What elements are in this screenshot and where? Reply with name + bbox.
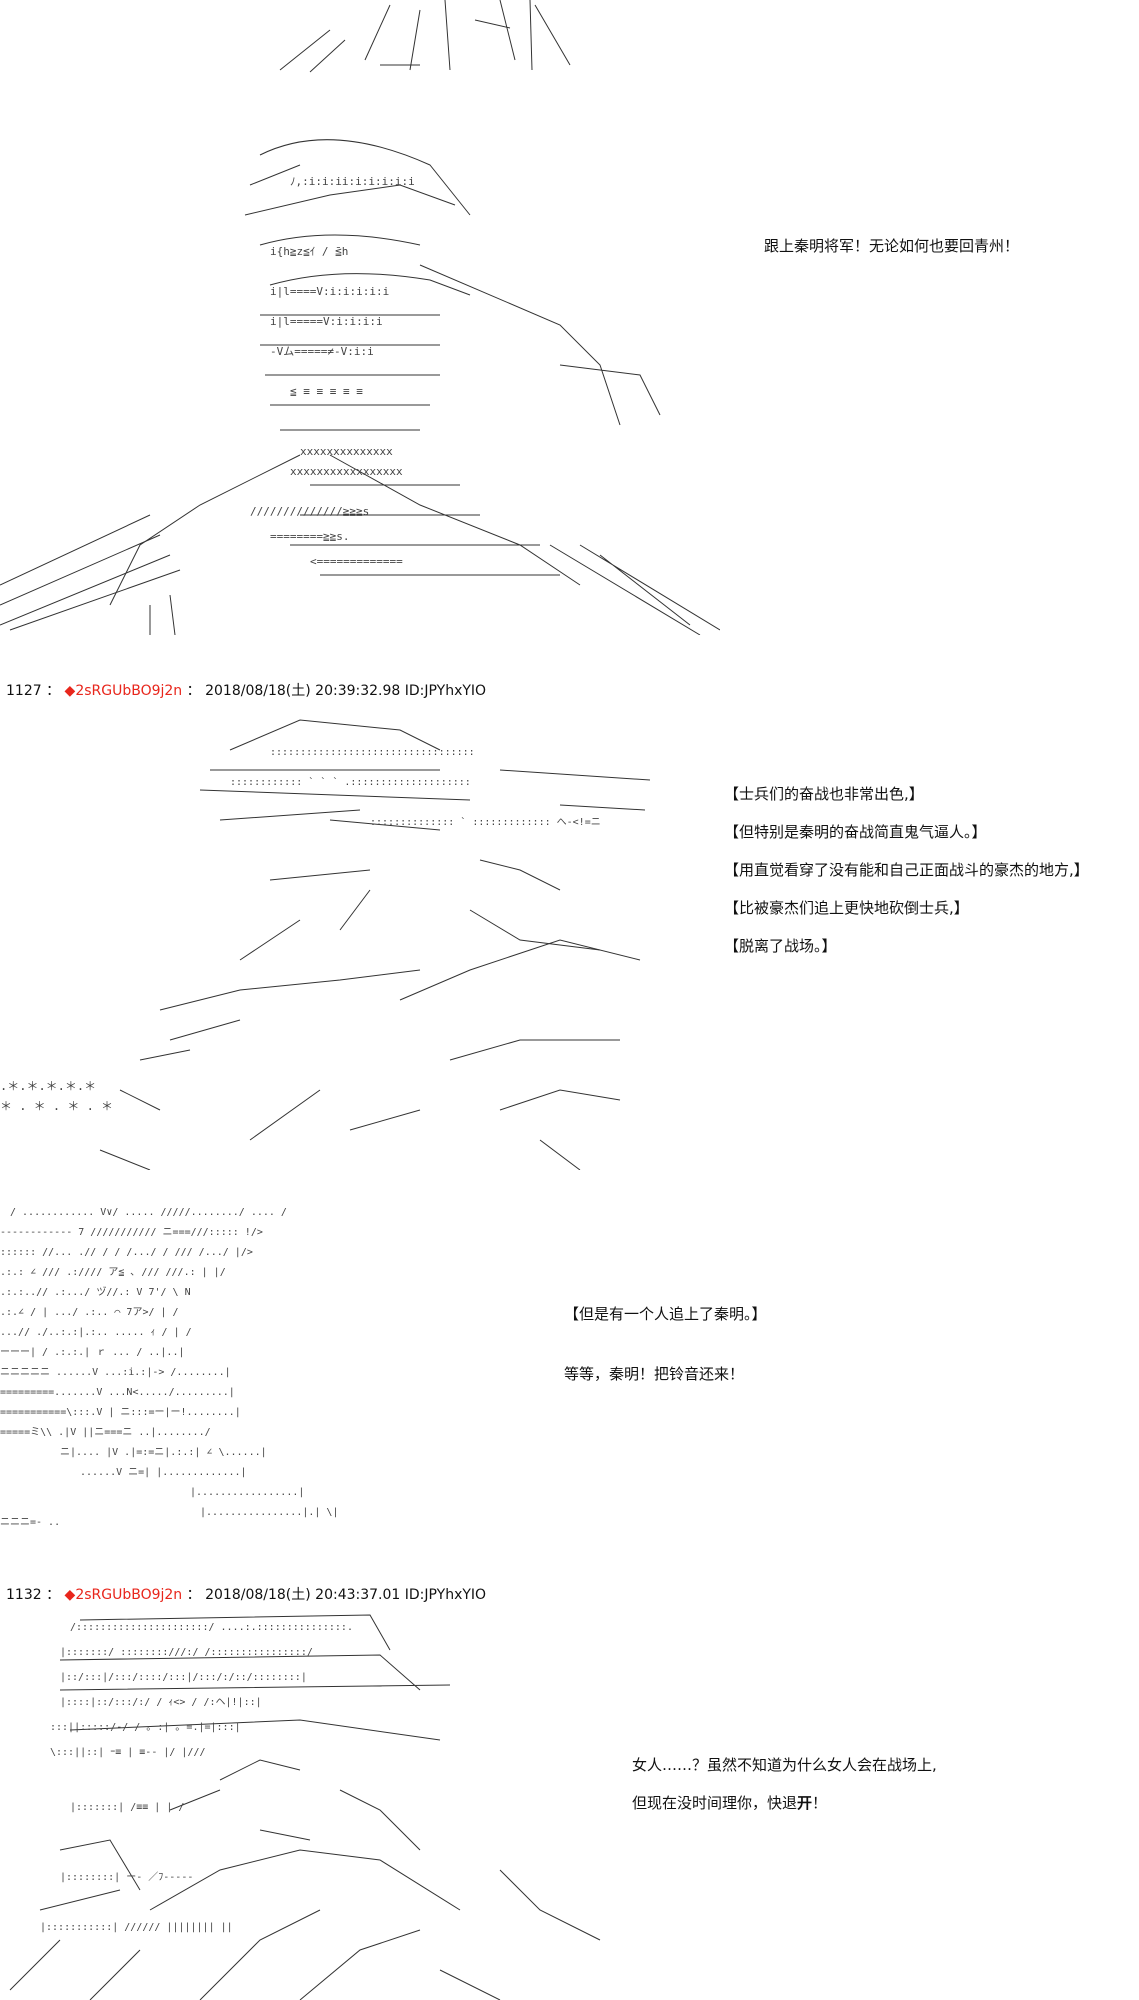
svg-text:|::/:::|/:::/::::/:::|/:::/:/:: |::/:::|/:::/::::/:::|/:::/:/::/::::::::… [60,1672,307,1683]
svg-text:ニニニニニ ......V ...:i.:|-> /...: ニニニニニ ......V ...:i.:|-> /........| [0,1367,231,1378]
dialog-panel-2: 【士兵们的奋战也非常出色,】 【但特别是秦明的奋战简直鬼气逼人。】 【用直觉看穿… [724,784,1089,974]
svg-text:<=============: <============= [310,555,403,568]
post-trip: ◆2sRGUbBO9j2n [64,1587,183,1603]
ascii-art-qin-ming-warrior: /::::::::::::::::::::::/ ....:.:::::::::… [0,1610,620,2000]
dialog-panel-3: 【但是有一个人追上了秦明。】 等等，秦明！把铃音还来！ [564,1304,767,1402]
post-datetime: 2018/08/18(土) 20:43:37.01 [205,1587,401,1603]
ascii-art-qin-ming-fighting: :::::::::::::::::::::::::::::::::: :::::… [0,710,670,1170]
dialog-line: 但现在没时间理你，快退开！ [632,1793,937,1813]
post-id: ID:JPYhxYIO [404,1587,487,1603]
svg-text:.:.∠ / | .../ .:.. ⌒ 7ア>/: .:.∠ / | .../ .:.. ⌒ 7ア>/ | / [0,1307,179,1318]
svg-text:------------ 7 /////////// ニ==: ------------ 7 /////////// ニ===///::::: … [0,1227,263,1238]
svg-text:.:.:..// .:.../ ヅ//.: V: .:.:..// .:.../ ヅ//.: V 7'/ \ N [0,1286,191,1298]
svg-text:...// ./..:.:|.:.. ..... ｨ: ...// ./..:.:|.:.. ..... ｨ / | / [0,1327,192,1338]
post-trip: ◆2sRGUbBO9j2n [64,683,183,699]
svg-text:\:::||::| ｰ≡ | ≡‐‐ |/ |///: \:::||::| ｰ≡ | ≡‐‐ |/ |/// [50,1747,206,1758]
svg-text:xxxxxxxxxxxxxxxxx: xxxxxxxxxxxxxxxxx [290,465,403,478]
dialog-line: 跟上秦明将军！无论如何也要回青州！ [764,237,1020,255]
svg-text:i|l====V:i:i:i:i:i: i|l====V:i:i:i:i:i [270,285,389,298]
dialog-line: 【士兵们的奋战也非常出色,】 [724,785,924,803]
svg-text:......V ニ=| |...........: ......V ニ=| |.............| [80,1467,247,1478]
svg-text:===========\:::.V | ニ:::=ー|ー!.: ===========\:::.V | ニ:::=ー|ー!........| [0,1407,241,1418]
dialog-line-suffix: ！ [812,1794,828,1812]
ascii-art-soldier-pointing: ﾉ,:i:i:ii:i:i:i:i:i i{h≧z≦ｲ / ̄≦h i|l===… [0,125,720,635]
svg-text:::::::::::::::::::::::::::::::: :::::::::::::::::::::::::::::::::: [270,747,475,758]
dialog-line: 【比被豪杰们追上更快地砍倒士兵,】 [724,899,969,917]
svg-text:|:::::::::::| ////// |||||||: |:::::::::::| ////// |||||||| || [40,1922,233,1933]
svg-text:ﾉ,:i:i:ii:i:i:i:i:i: ﾉ,:i:i:ii:i:i:i:i:i [290,175,415,188]
svg-text:========≧≧s.: ========≧≧s. [270,530,349,543]
dialog-panel-4: 女人……？虽然不知道为什么女人会在战场上, 但现在没时间理你，快退开！ [632,1755,937,1831]
svg-text:|::::::::| ー‐ ／ﾌ‐‐‐‐‐: |::::::::| ー‐ ／ﾌ‐‐‐‐‐ [60,1871,193,1883]
svg-text:=====ミ\\ .|V ||ニ===ニ ..|......: =====ミ\\ .|V ||ニ===ニ ..|......../ [0,1427,211,1438]
svg-text:≦ ≡ ≡ ≡ ≡ ≡: ≦ ≡ ≡ ≡ ≡ ≡ [290,385,363,398]
svg-text:ーーー| / .:.:.| ｒ ... / ..: ーーー| / .:.:.| ｒ ... / ..|..| [0,1347,185,1358]
ascii-art-woman-chasing: / ............ V∨/ ..... /////......../ … [0,1195,430,1535]
svg-text:.:.: ∠ /// .://// ア≦ ､ /// //: .:.: ∠ /// .://// ア≦ ､ /// ///.: | |/ [0,1267,226,1278]
svg-text:ニ|.... |V .|=:=ニ|.:.:| ∠ \...: ニ|.... |V .|=:=ニ|.:.:| ∠ \......| [60,1447,267,1458]
dialog-line: 【用直觉看穿了没有能和自己正面战斗的豪杰的地方,】 [724,861,1089,879]
post-number: 1127 [6,683,42,699]
svg-text:|................|.| \|: |................|.| \| [200,1507,338,1518]
dialog-line: 【但特别是秦明的奋战简直鬼气逼人。】 [724,823,987,841]
dialog-line-bold: 开 [797,1794,813,1812]
svg-text::::::::::::: ` ` ` .::::::::::: :::::::::::: ` ` ` .:::::::::::::::::::: [230,776,471,788]
svg-text:.＊.＊.＊.＊.＊: .＊.＊.＊.＊.＊ [0,1079,96,1093]
svg-text:/ ............ V∨/ ..... /////: / ............ V∨/ ..... /////......../ … [10,1207,287,1218]
svg-text://////////////≧≧≧s: //////////////≧≧≧s [250,505,369,518]
dialog-line: 【但是有一个人追上了秦明。】 [564,1305,767,1323]
svg-text:|:::::::/ ::::::::///:/ /:::::: |:::::::/ ::::::::///:/ /:::::::::::::::… [60,1647,313,1658]
svg-text:-Vム=====≠-V:i:i: -Vム=====≠-V:i:i [270,345,374,358]
svg-text:i{h≧z≦ｲ / ̄≦h: i{h≧z≦ｲ / ̄≦h [270,245,348,258]
post-header-1132: 1132 ： ◆2sRGUbBO9j2n ： 2018/08/18(土) 20:… [6,1587,487,1603]
post-datetime: 2018/08/18(土) 20:39:32.98 [205,683,401,699]
svg-text::::||:::::/-/ / ｡ :| ｡ =.|=: :::||:::::/-/ / ｡ :| ｡ =.|=|:::| [50,1722,241,1733]
post-number: 1132 [6,1587,42,1603]
dialog-line: 女人……？虽然不知道为什么女人会在战场上, [632,1756,937,1774]
dialog-line-prefix: 但现在没时间理你，快退 [632,1794,798,1812]
svg-text:xxxxxxxxxxxxxx: xxxxxxxxxxxxxx [300,445,393,458]
svg-text::::::: //... .// / / /.../ /: :::::: //... .// / / /.../ / /// /.../ |… [0,1247,253,1258]
svg-text:|.................|: |.................| [190,1487,304,1498]
post-header-1127: 1127 ： ◆2sRGUbBO9j2n ： 2018/08/18(土) 20:… [6,683,487,699]
svg-text::::::::::::::: ` :::::::::::::: :::::::::::::: ` ::::::::::::: へ‐<!=ニ [370,816,601,828]
ascii-art-top-fragment [270,0,630,75]
post-id: ID:JPYhxYIO [404,683,487,699]
svg-text:i|l=====V:i:i:i:i: i|l=====V:i:i:i:i [270,315,383,328]
svg-text:＊ . ＊ . ＊ . ＊: ＊ . ＊ . ＊ . ＊ [0,1099,113,1113]
dialog-line: 等等，秦明！把铃音还来！ [564,1365,745,1383]
svg-text:ニニニ=‐ ..: ニニニ=‐ .. [0,1517,60,1528]
svg-text:|:::::::| /≡≡ | | /: |:::::::| /≡≡ | | / [70,1802,184,1813]
svg-text:=========.......V ...N<...../: =========.......V ...N<...../.........| [0,1387,235,1398]
dialog-line: 【脱离了战场。】 [724,937,837,955]
svg-text:/::::::::::::::::::::::/ ....:: /::::::::::::::::::::::/ ....:.:::::::::… [70,1622,353,1633]
svg-text:|::::|::/:::/:/ / ｨ<> / /:ヘ|!|: |::::|::/:::/:/ / ｨ<> / /:ヘ|!|::| [60,1697,262,1708]
dialog-panel-1: 跟上秦明将军！无论如何也要回青州！ [764,236,1019,274]
